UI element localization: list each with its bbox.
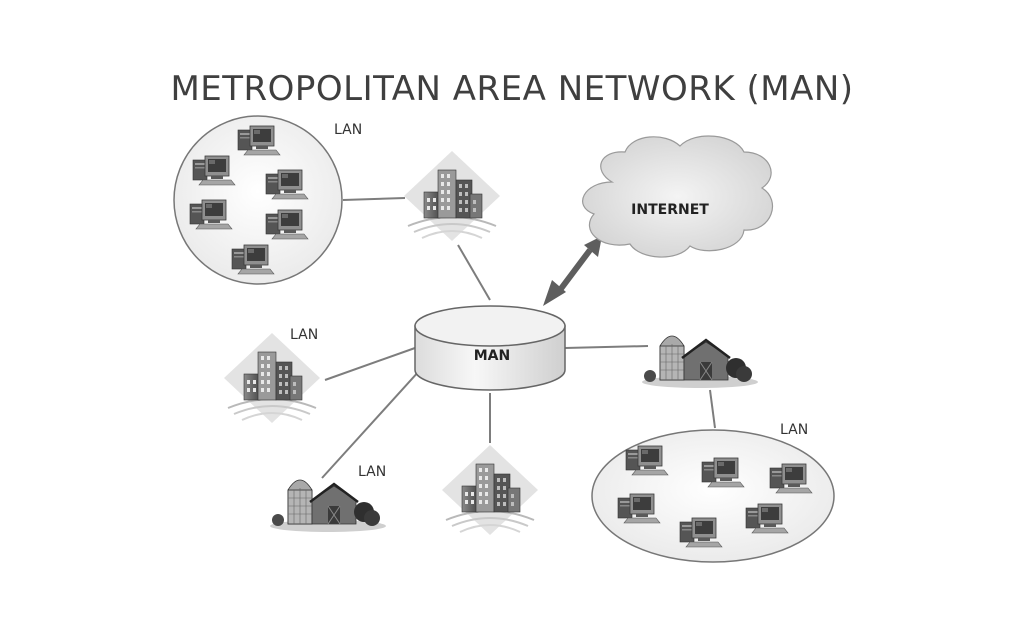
farm-building-icon — [640, 334, 760, 390]
lan-label: LAN — [334, 122, 362, 138]
internet-arrow — [543, 236, 602, 306]
internet-label: INTERNET — [631, 202, 709, 218]
farm-building-icon — [268, 478, 388, 534]
lan-label: LAN — [358, 464, 386, 480]
office-building-icon — [223, 332, 321, 424]
link-lan1-office1 — [342, 197, 406, 201]
internet-cloud: INTERNET — [582, 135, 773, 258]
man-label: MAN — [474, 348, 510, 364]
lan-label: LAN — [290, 327, 318, 343]
link-farm2-lan4 — [709, 389, 716, 429]
lan-label: LAN — [780, 422, 808, 438]
link-man-farm2 — [564, 345, 649, 349]
lan-2: LAN — [223, 327, 321, 424]
man-hub: MAN — [414, 305, 566, 391]
link-office1-man — [457, 244, 491, 301]
lan-1: LAN — [173, 115, 362, 285]
network-links — [321, 197, 716, 479]
lan-3: LAN — [268, 464, 388, 534]
link-office2-man — [324, 347, 416, 381]
office-building-icon — [441, 444, 539, 536]
lan-4: LAN — [591, 422, 835, 563]
diagram-title: METROPOLITAN AREA NETWORK (MAN) — [170, 69, 853, 109]
office-building-icon — [403, 150, 501, 242]
link-farm1-man — [321, 369, 421, 479]
